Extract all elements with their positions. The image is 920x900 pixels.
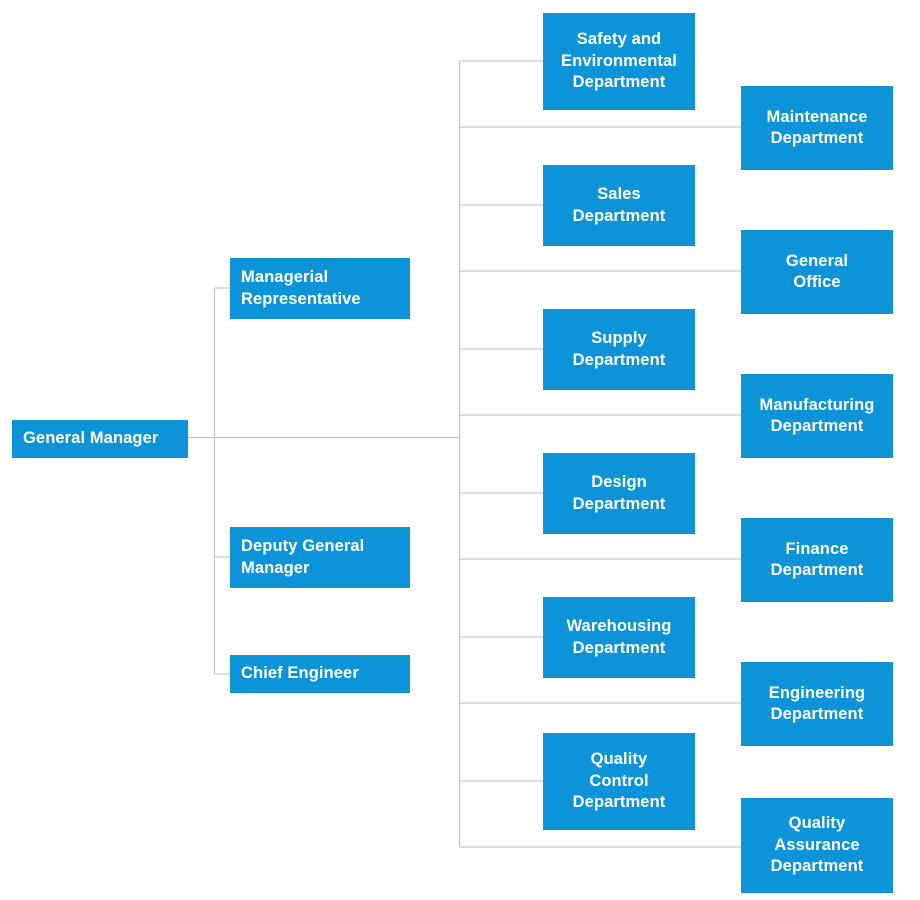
org-node-chief-engineer[interactable]: Chief Engineer [230,655,410,693]
org-node-label-chief-engineer: Chief Engineer [241,664,359,683]
org-node-supply-department[interactable]: Supply Department [543,309,695,390]
org-node-label-maintenance-department: Maintenance Department [766,107,868,147]
org-node-deputy-general-manager[interactable]: Deputy General Manager [230,527,410,588]
org-node-finance-department[interactable]: Finance Department [741,518,893,602]
org-node-label-safety-and-environmental-department: Safety and Environmental Department [561,30,677,92]
org-node-label-quality-assurance-department: Quality Assurance Department [770,814,864,876]
org-node-design-department[interactable]: Design Department [543,453,695,534]
org-node-label-general-manager: General Manager [23,429,159,448]
org-node-quality-control-department[interactable]: Quality Control Department [543,733,695,830]
org-node-label-warehousing-department: Warehousing Department [566,617,672,657]
org-node-label-managerial-representative: Managerial Representative [241,268,361,308]
org-node-label-deputy-general-manager: Deputy General Manager [241,537,365,577]
org-node-manufacturing-department[interactable]: Manufacturing Department [741,374,893,458]
org-node-label-manufacturing-department: Manufacturing Department [759,395,875,435]
org-node-managerial-representative[interactable]: Managerial Representative [230,258,410,319]
org-node-label-finance-department: Finance Department [770,539,864,579]
org-node-label-quality-control-department: Quality Control Department [572,750,666,812]
org-node-engineering-department[interactable]: Engineering Department [741,662,893,746]
org-node-quality-assurance-department[interactable]: Quality Assurance Department [741,798,893,893]
org-node-label-supply-department: Supply Department [572,329,666,369]
org-node-maintenance-department[interactable]: Maintenance Department [741,86,893,170]
org-node-label-sales-department: Sales Department [572,185,666,225]
org-node-warehousing-department[interactable]: Warehousing Department [543,597,695,678]
org-node-sales-department[interactable]: Sales Department [543,165,695,246]
org-node-general-manager[interactable]: General Manager [12,420,188,458]
org-node-safety-and-environmental-department[interactable]: Safety and Environmental Department [543,13,695,110]
org-node-general-office[interactable]: General Office [741,230,893,314]
org-node-label-design-department: Design Department [572,473,666,513]
org-node-label-general-office: General Office [785,251,849,291]
org-node-label-engineering-department: Engineering Department [768,683,866,723]
